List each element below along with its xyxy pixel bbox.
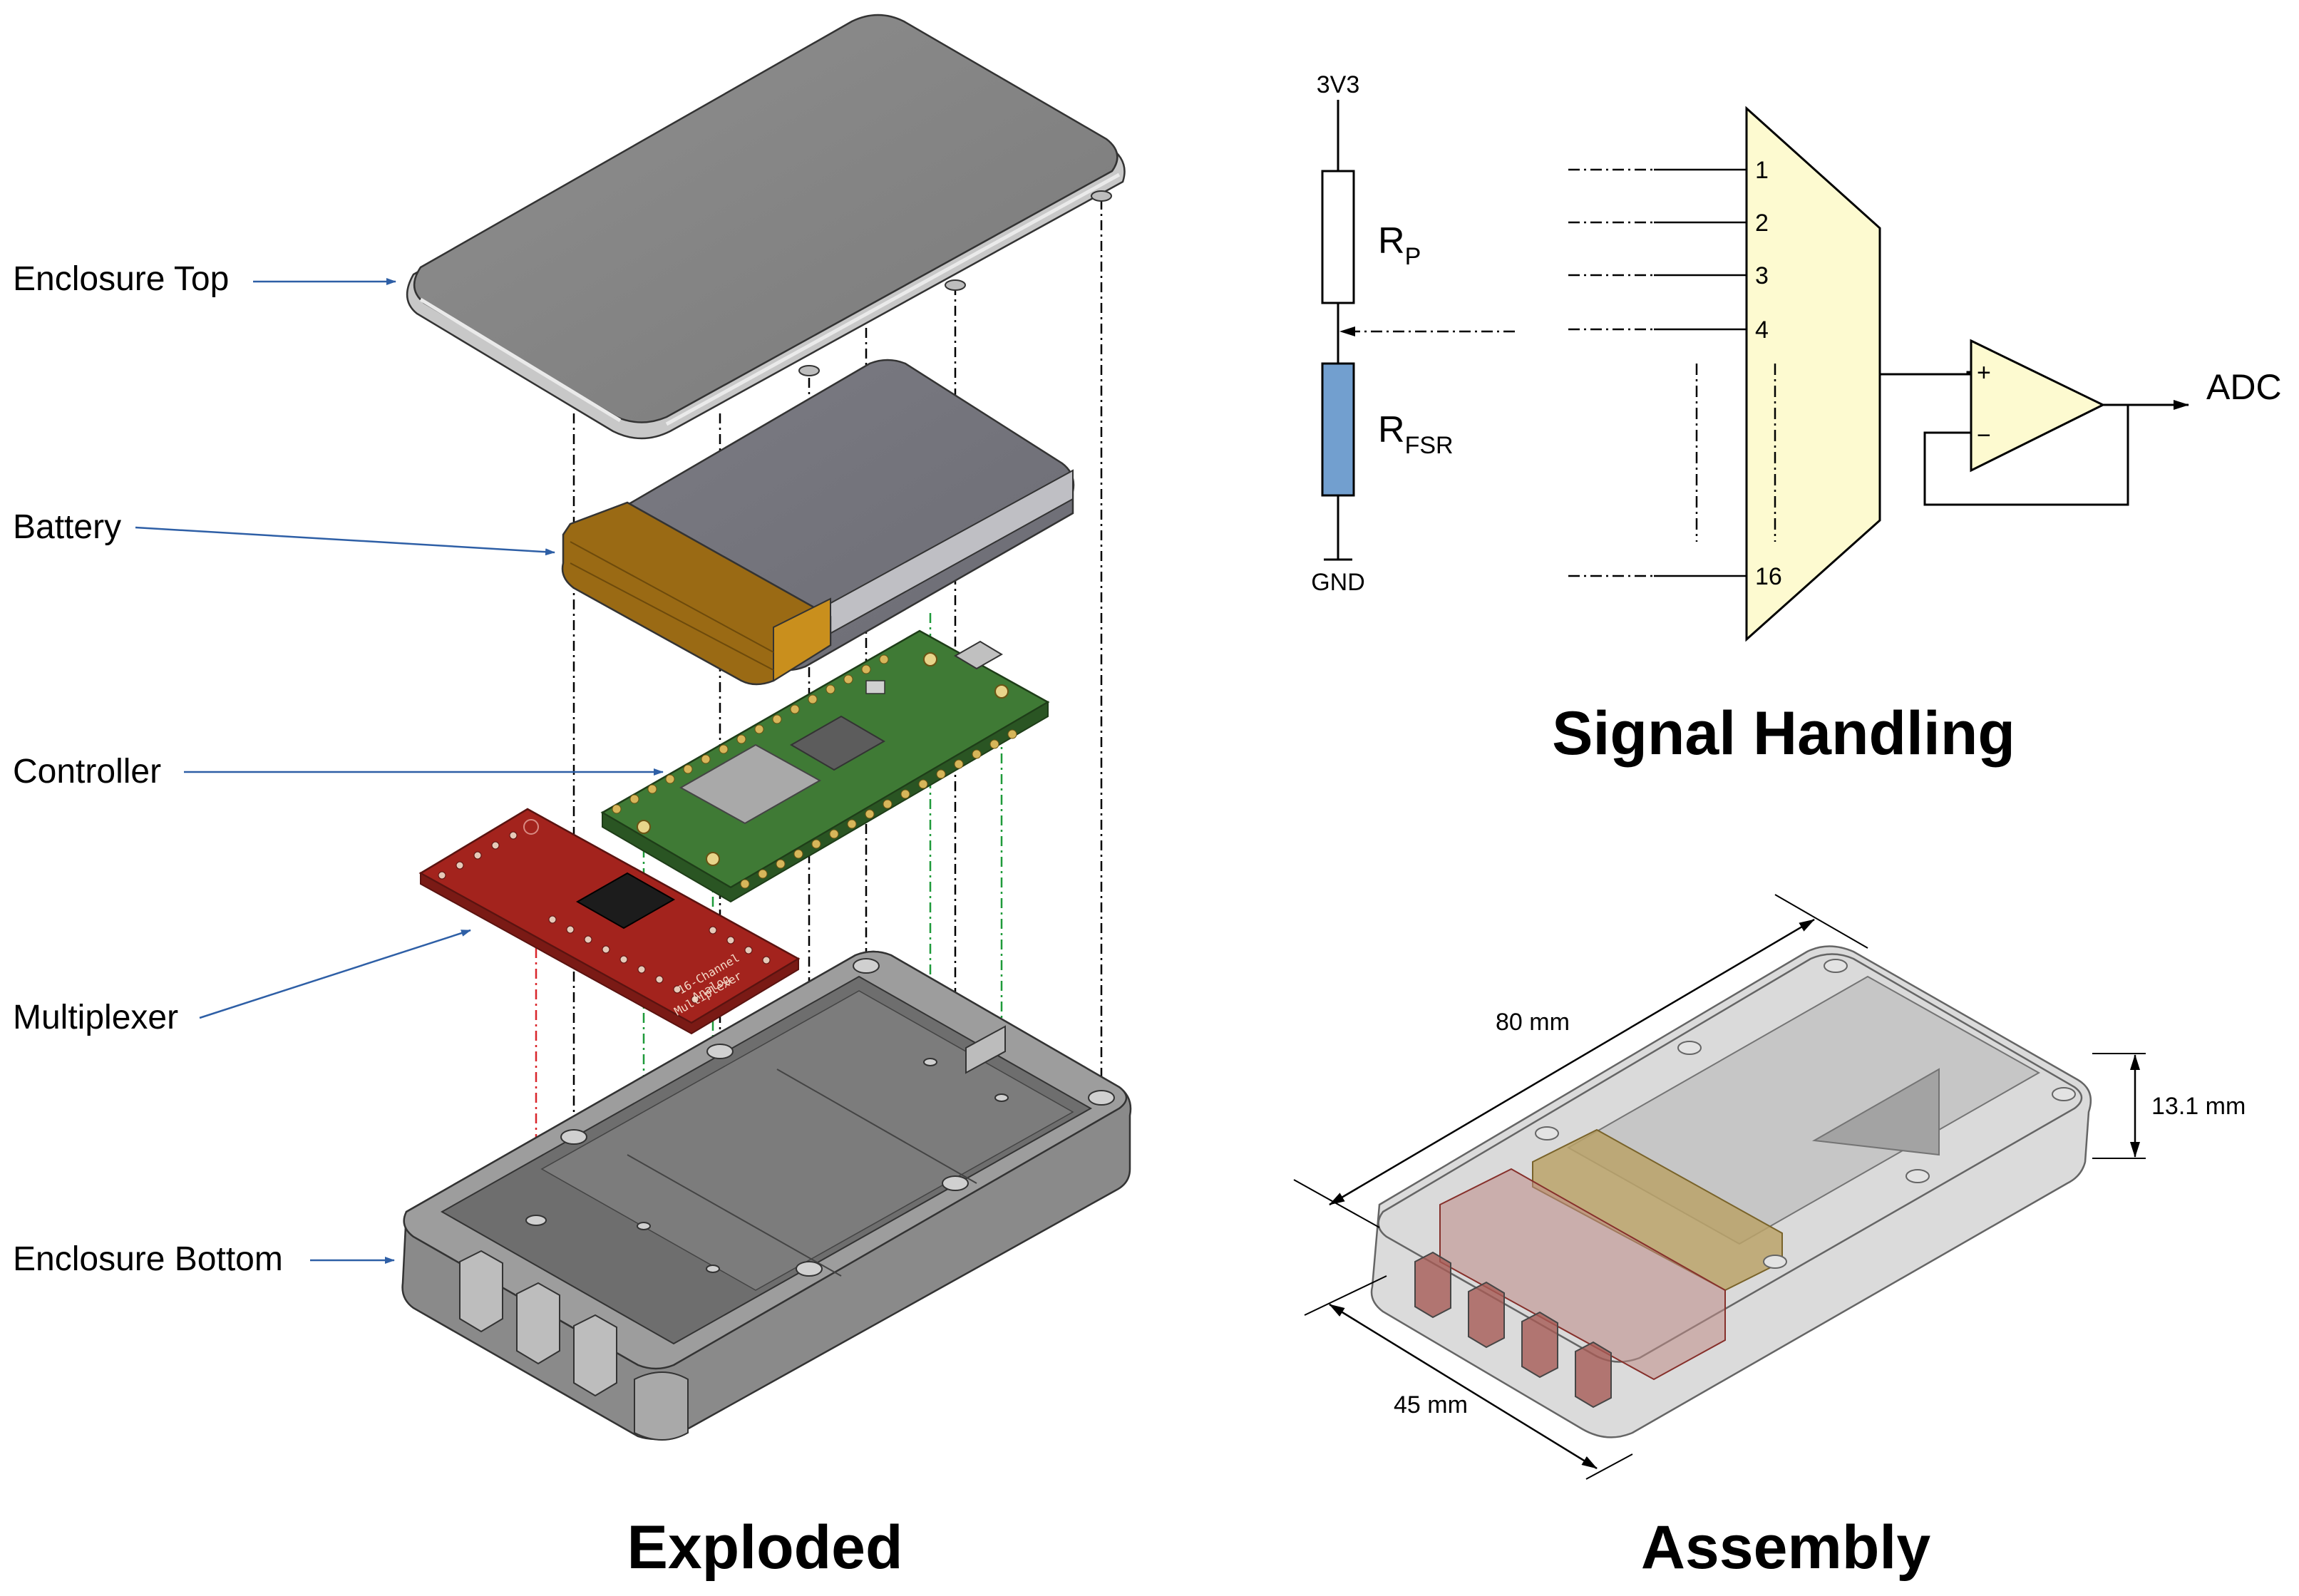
bottom-bosses — [525, 958, 1115, 1277]
label-45mm: 45 mm — [1394, 1391, 1468, 1419]
opamp-plus: + — [1977, 359, 1991, 386]
mux-input-4: 4 — [1755, 316, 1769, 344]
label-rp: RP — [1378, 220, 1421, 270]
dimension-45mm: 45 mm — [1304, 1275, 1633, 1480]
label-controller: Controller — [13, 753, 161, 791]
title-assembly: Assembly — [1641, 1513, 1930, 1582]
resistor-rp — [1321, 170, 1355, 304]
multiplexer-board: 16-Channel Analog Multiplexer — [418, 808, 801, 1035]
mux-input-2: 2 — [1755, 210, 1769, 237]
multiplexer-symbol — [1745, 105, 1881, 642]
enclosure-bottom — [401, 950, 1132, 1441]
label-multiplexer: Multiplexer — [13, 999, 178, 1036]
label-13mm: 13.1 mm — [2151, 1093, 2246, 1120]
signal-handling-schematic: 3V3 RP RFSR GND 1 2 3 4 16 + — [1311, 71, 2281, 768]
mux-input-16: 16 — [1755, 563, 1782, 590]
opamp-symbol — [1970, 339, 2106, 473]
label-gnd: GND — [1311, 569, 1365, 596]
mux-pins — [438, 831, 771, 1004]
mux-input-lines — [1568, 168, 1747, 577]
arrow-battery — [135, 526, 555, 556]
label-80mm: 80 mm — [1496, 1009, 1570, 1036]
label-enclosure-top: Enclosure Top — [13, 260, 229, 298]
label-battery: Battery — [13, 508, 121, 546]
label-enclosure-bottom: Enclosure Bottom — [13, 1240, 283, 1278]
part-labels: Enclosure Top Battery Controller Multipl… — [13, 260, 664, 1278]
enclosure-top — [406, 14, 1126, 440]
controller-board — [600, 629, 1050, 903]
opamp-minus: − — [1977, 422, 1991, 449]
arrow-multiplexer — [199, 929, 471, 1019]
mux-input-3: 3 — [1755, 262, 1769, 289]
opamp-feedback — [1923, 405, 2129, 506]
battery — [561, 359, 1075, 686]
label-adc: ADC — [2206, 367, 2282, 407]
title-signal-handling: Signal Handling — [1552, 699, 2015, 768]
dimension-80mm: 80 mm — [1293, 894, 1868, 1228]
assembled-enclosure — [1370, 945, 2092, 1438]
label-3v3: 3V3 — [1317, 71, 1360, 98]
dimension-13mm: 13.1 mm — [2092, 1053, 2246, 1159]
resistor-rfsr — [1321, 362, 1355, 497]
exploded-view: 16-Channel Analog Multiplexer — [13, 14, 1132, 1582]
mux-input-1: 1 — [1755, 157, 1769, 184]
assembly-view: 80 mm 45 mm 13.1 mm Assembly — [1293, 894, 2246, 1582]
label-rfsr: RFSR — [1378, 409, 1454, 459]
controller-pins — [612, 654, 1017, 889]
bottom-slots — [459, 1250, 617, 1397]
title-exploded: Exploded — [627, 1513, 902, 1582]
